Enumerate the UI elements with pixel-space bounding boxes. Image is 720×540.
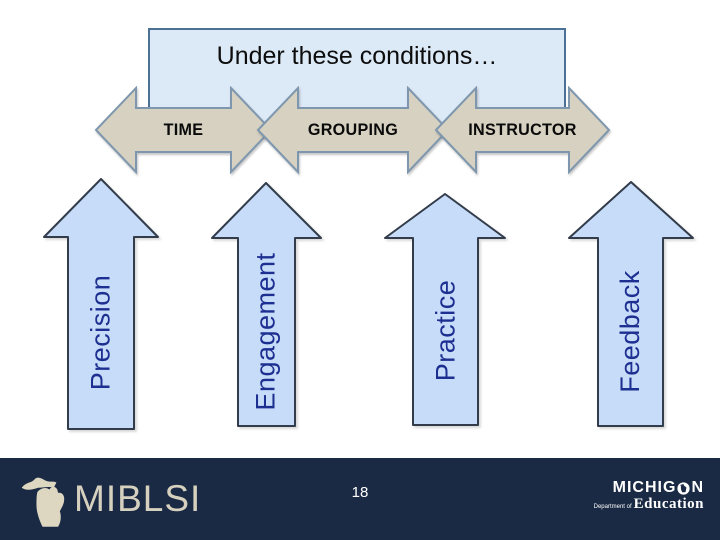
page-number: 18 — [351, 484, 369, 501]
education-text: Education — [633, 496, 704, 512]
michigan-education-logo: MICHIG N Department of Education — [594, 480, 704, 512]
outcome-arrow-label: Practice — [430, 279, 461, 382]
condition-arrow-instructor: INSTRUCTOR — [434, 86, 611, 174]
up-arrow-shape — [384, 193, 506, 426]
outcome-arrow-label: Feedback — [615, 269, 646, 393]
michigan-logo-text-prefix: MICHIG — [612, 479, 677, 496]
up-arrow-shape — [568, 181, 694, 427]
condition-arrow-label: GROUPING — [307, 120, 399, 139]
michigan-circle-icon — [677, 481, 691, 495]
up-arrow-shape — [211, 182, 322, 427]
footer-bar: MIBLSI 18 MICHIG N Department of Educati… — [0, 458, 720, 540]
department-of-text: Department of — [593, 504, 632, 510]
miblsi-logo-text: MIBLSI — [74, 478, 202, 519]
condition-arrow-time: TIME — [94, 86, 273, 174]
outcome-arrow-feedback: Feedback — [567, 180, 695, 428]
michigan-state-icon — [21, 477, 65, 527]
condition-arrow-label: INSTRUCTOR — [468, 120, 577, 139]
up-arrow-shape — [43, 178, 159, 430]
double-arrow-shape — [434, 86, 611, 174]
slide-title: Under these conditions… — [216, 42, 498, 70]
condition-arrow-grouping: GROUPING — [256, 86, 450, 174]
condition-arrow-label: TIME — [163, 120, 204, 139]
michigan-logo-text-suffix: N — [691, 479, 704, 496]
outcome-arrow-practice: Practice — [383, 192, 507, 427]
outcome-arrow-label: Engagement — [251, 251, 281, 411]
outcome-arrow-precision: Precision — [42, 177, 160, 431]
outcome-arrow-engagement: Engagement — [210, 181, 323, 428]
outcome-arrow-label: Precision — [85, 274, 116, 390]
